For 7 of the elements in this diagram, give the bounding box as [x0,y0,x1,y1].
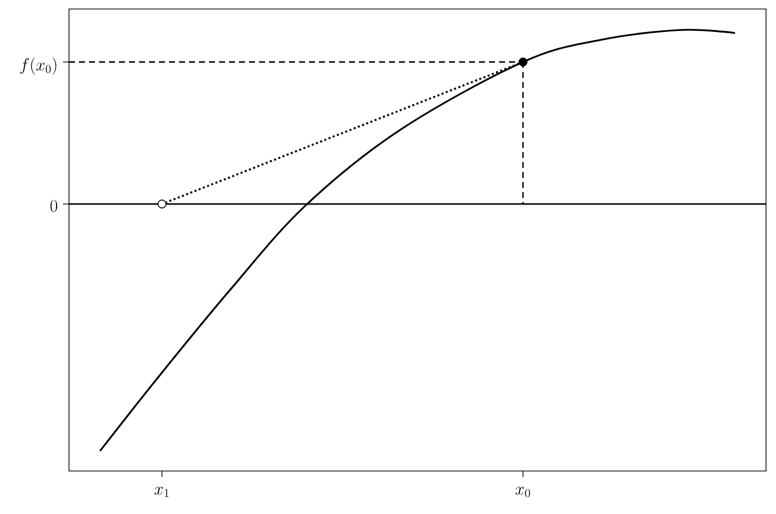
tangent-line [166,62,520,204]
tick-label: $x_0$ [516,486,530,498]
data-point [158,200,166,208]
tick-label: $f(x_0)$ [20,57,56,75]
tick-label: $x_1$ [154,486,169,498]
tick-label: $0$ [50,200,58,212]
data-point [518,58,528,66]
